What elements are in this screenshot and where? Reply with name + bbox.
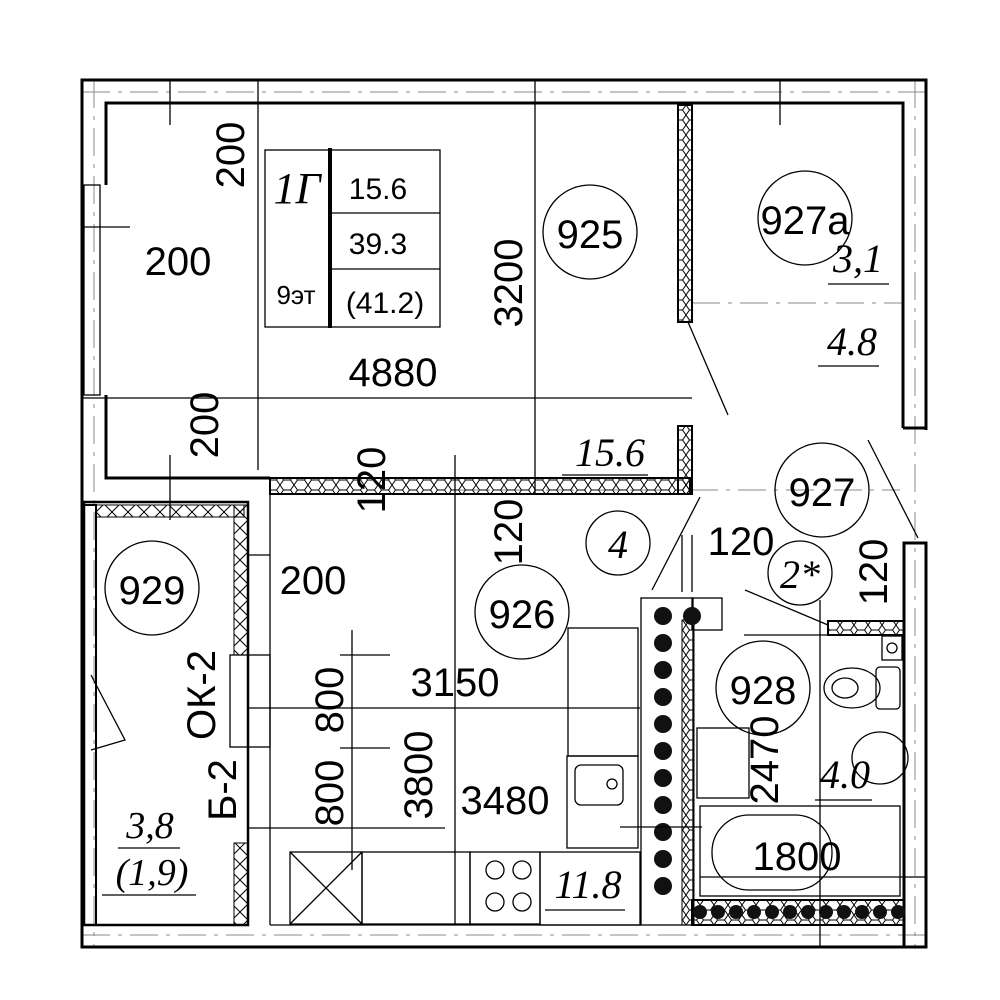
door-swing	[687, 321, 729, 416]
dim-200: 200	[145, 240, 212, 284]
dim-200: 200	[280, 559, 347, 603]
toilet	[823, 667, 881, 709]
dim-3800: 3800	[397, 731, 441, 820]
pipe-icon	[654, 661, 672, 679]
dim-3480: 3480	[461, 779, 550, 823]
pipe-icon	[855, 905, 869, 919]
apartment-info-table: 1Г 9эт 15.6 39.3 (41.2)	[264, 148, 441, 328]
total-area-value: 39.3	[349, 228, 407, 261]
room-926: 926	[489, 593, 556, 637]
room-925: 925	[557, 213, 624, 257]
room-4: 4	[608, 522, 628, 567]
area-storage: 3,1	[832, 236, 883, 281]
pipe-icon	[891, 905, 905, 919]
stove	[469, 851, 541, 925]
pipe-icon	[654, 823, 672, 841]
dim-120: 120	[487, 499, 531, 566]
dim-3200: 3200	[487, 239, 531, 328]
area-labels: 15.6 3,1 4.8 3,8 (1,9) 11.8 4.0	[102, 236, 889, 911]
pipe-icon	[683, 607, 701, 625]
room-927: 927	[789, 471, 856, 515]
balcony-door-mark: Б-2	[201, 759, 245, 821]
room-929: 929	[119, 569, 186, 613]
washbasin	[851, 731, 909, 785]
room-2-star: 2*	[780, 552, 820, 597]
area-living: 15.6	[575, 430, 645, 475]
dimension-lines	[82, 80, 926, 925]
washing-machine	[696, 727, 750, 799]
pipe-row	[654, 607, 905, 919]
window-mark: ОК-2	[180, 650, 224, 740]
pipe-icon	[729, 905, 743, 919]
area-bathroom: 4.0	[820, 752, 870, 797]
pipe-icon	[654, 850, 672, 868]
pipe-icon	[801, 905, 815, 919]
door-swing	[744, 589, 829, 626]
pipe-icon	[654, 877, 672, 895]
pipe-icon	[837, 905, 851, 919]
area-balcony-reduced: (1,9)	[116, 852, 189, 894]
pipe-icon	[765, 905, 779, 919]
dim-200: 200	[209, 122, 253, 189]
pipe-icon	[693, 905, 707, 919]
room-927a: 927а	[761, 199, 851, 243]
total-with-balcony-value: (41.2)	[346, 287, 424, 320]
pipe-icon	[711, 905, 725, 919]
window-living	[83, 184, 101, 396]
pipe-icon	[783, 905, 797, 919]
door-swing	[651, 496, 701, 591]
dim-4880: 4880	[349, 351, 438, 395]
pipe-icon	[873, 905, 887, 919]
pipe-icon	[654, 634, 672, 652]
dim-800: 800	[308, 760, 352, 827]
exterior-walls	[80, 78, 928, 949]
pipe-icon	[654, 742, 672, 760]
dim-3150: 3150	[411, 661, 500, 705]
room-labels: 925 927а 927 4 2* 928 929 926	[104, 170, 870, 736]
pipe-icon	[747, 905, 761, 919]
sink	[566, 755, 639, 849]
living-area-value: 15.6	[349, 173, 407, 206]
dim-200: 200	[183, 392, 227, 459]
floor-label: 9эт	[276, 280, 315, 310]
dimension-labels: 200 200 200 200 4880 3200 120 120 120 12…	[145, 122, 896, 879]
area-kitchen: 11.8	[554, 862, 621, 907]
pipe-icon	[654, 715, 672, 733]
dim-800: 800	[308, 667, 352, 734]
pipe-icon	[654, 769, 672, 787]
dim-120: 120	[852, 539, 896, 606]
pipe-icon	[654, 688, 672, 706]
door-swing	[867, 439, 919, 539]
dim-120: 120	[350, 447, 394, 514]
dim-120: 120	[708, 520, 775, 564]
area-balcony: 3,8	[125, 805, 174, 847]
area-hall: 4.8	[827, 319, 877, 364]
dim-2470: 2470	[743, 716, 787, 805]
pipe-icon	[654, 796, 672, 814]
apartment-type: 1Г	[273, 164, 322, 213]
room-928: 928	[730, 669, 797, 713]
kitchen-fixtures	[289, 627, 641, 926]
pipe-icon	[654, 607, 672, 625]
dim-1800: 1800	[753, 835, 842, 879]
pipe-icon	[819, 905, 833, 919]
bathtub	[699, 805, 901, 897]
bathroom-fixtures	[696, 600, 909, 947]
